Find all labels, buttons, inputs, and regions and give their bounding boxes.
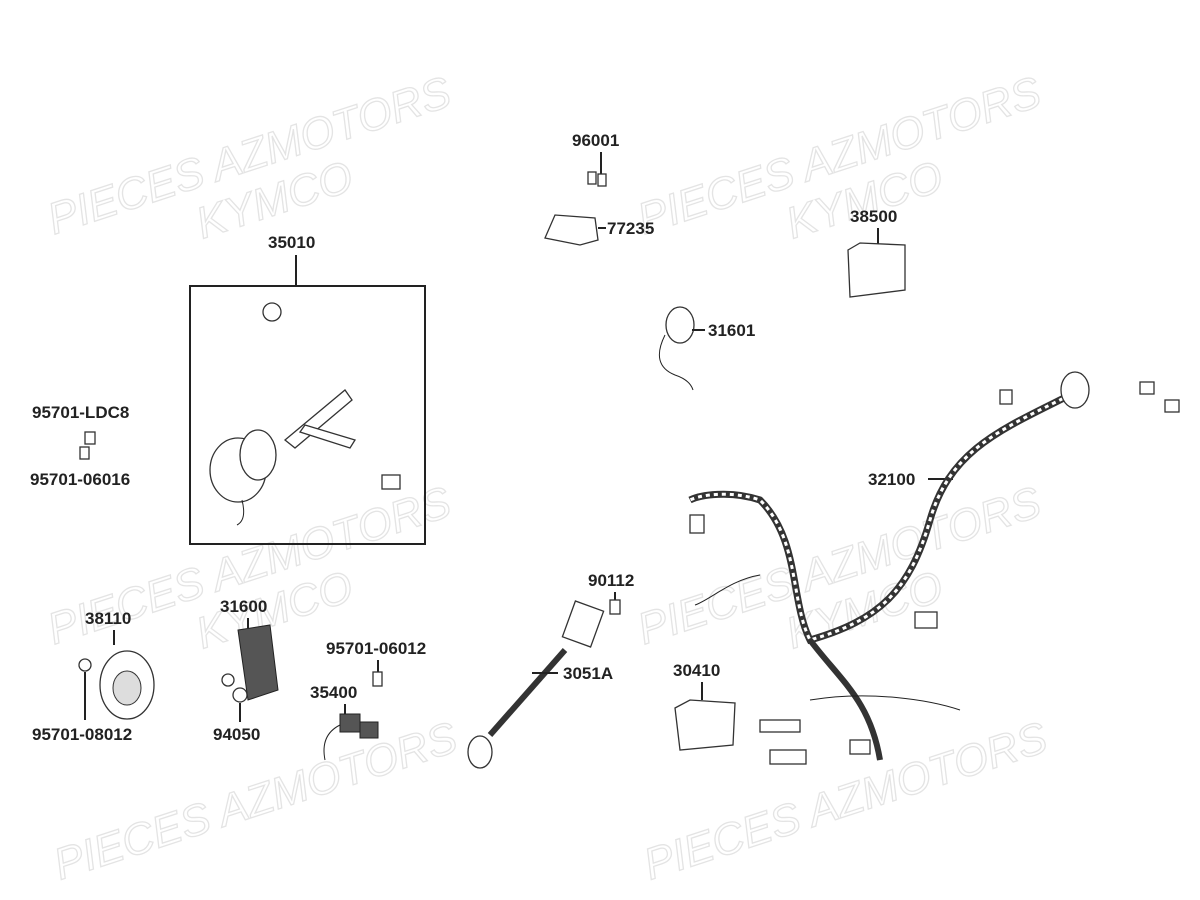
part-38110[interactable]: 38110 (78, 609, 155, 720)
part-31601[interactable]: 31601 (658, 306, 755, 391)
part-31600[interactable]: 31600 (220, 597, 279, 701)
svg-text:95701-06016: 95701-06016 (30, 470, 130, 489)
svg-text:31601: 31601 (708, 321, 755, 340)
part-95701-ldc8[interactable]: 95701-LDC8 (32, 403, 129, 445)
part-35400[interactable]: 35400 (310, 683, 379, 761)
part-38500[interactable]: 38500 (847, 207, 906, 298)
svg-text:31600: 31600 (220, 597, 267, 616)
part-95701-06016[interactable]: 95701-06016 (30, 446, 130, 489)
part-94050[interactable]: 94050 (213, 673, 260, 744)
part-95701-06012[interactable]: 95701-06012 (326, 639, 426, 687)
svg-text:38500: 38500 (850, 207, 897, 226)
part-90112[interactable]: 90112 (588, 571, 634, 615)
part-30410[interactable]: 30410 (673, 661, 736, 751)
svg-text:3051A: 3051A (563, 664, 613, 683)
svg-text:35400: 35400 (310, 683, 357, 702)
part-95701-08012[interactable]: 95701-08012 (32, 672, 132, 744)
part-32100[interactable]: 32100 (688, 371, 1180, 765)
svg-text:95701-08012: 95701-08012 (32, 725, 132, 744)
part-3051A[interactable]: 3051A (467, 600, 613, 769)
svg-text:35010: 35010 (268, 233, 315, 252)
svg-text:32100: 32100 (868, 470, 915, 489)
part-96001[interactable]: 96001 (572, 131, 619, 187)
svg-text:96001: 96001 (572, 131, 619, 150)
svg-text:90112: 90112 (588, 571, 634, 590)
svg-text:95701-LDC8: 95701-LDC8 (32, 403, 129, 422)
svg-text:77235: 77235 (607, 219, 654, 238)
svg-text:95701-06012: 95701-06012 (326, 639, 426, 658)
svg-text:30410: 30410 (673, 661, 720, 680)
svg-text:38110: 38110 (85, 609, 131, 628)
svg-text:94050: 94050 (213, 725, 260, 744)
part-77235[interactable]: 77235 (544, 214, 654, 246)
part-35010[interactable]: 35010 (189, 233, 426, 545)
